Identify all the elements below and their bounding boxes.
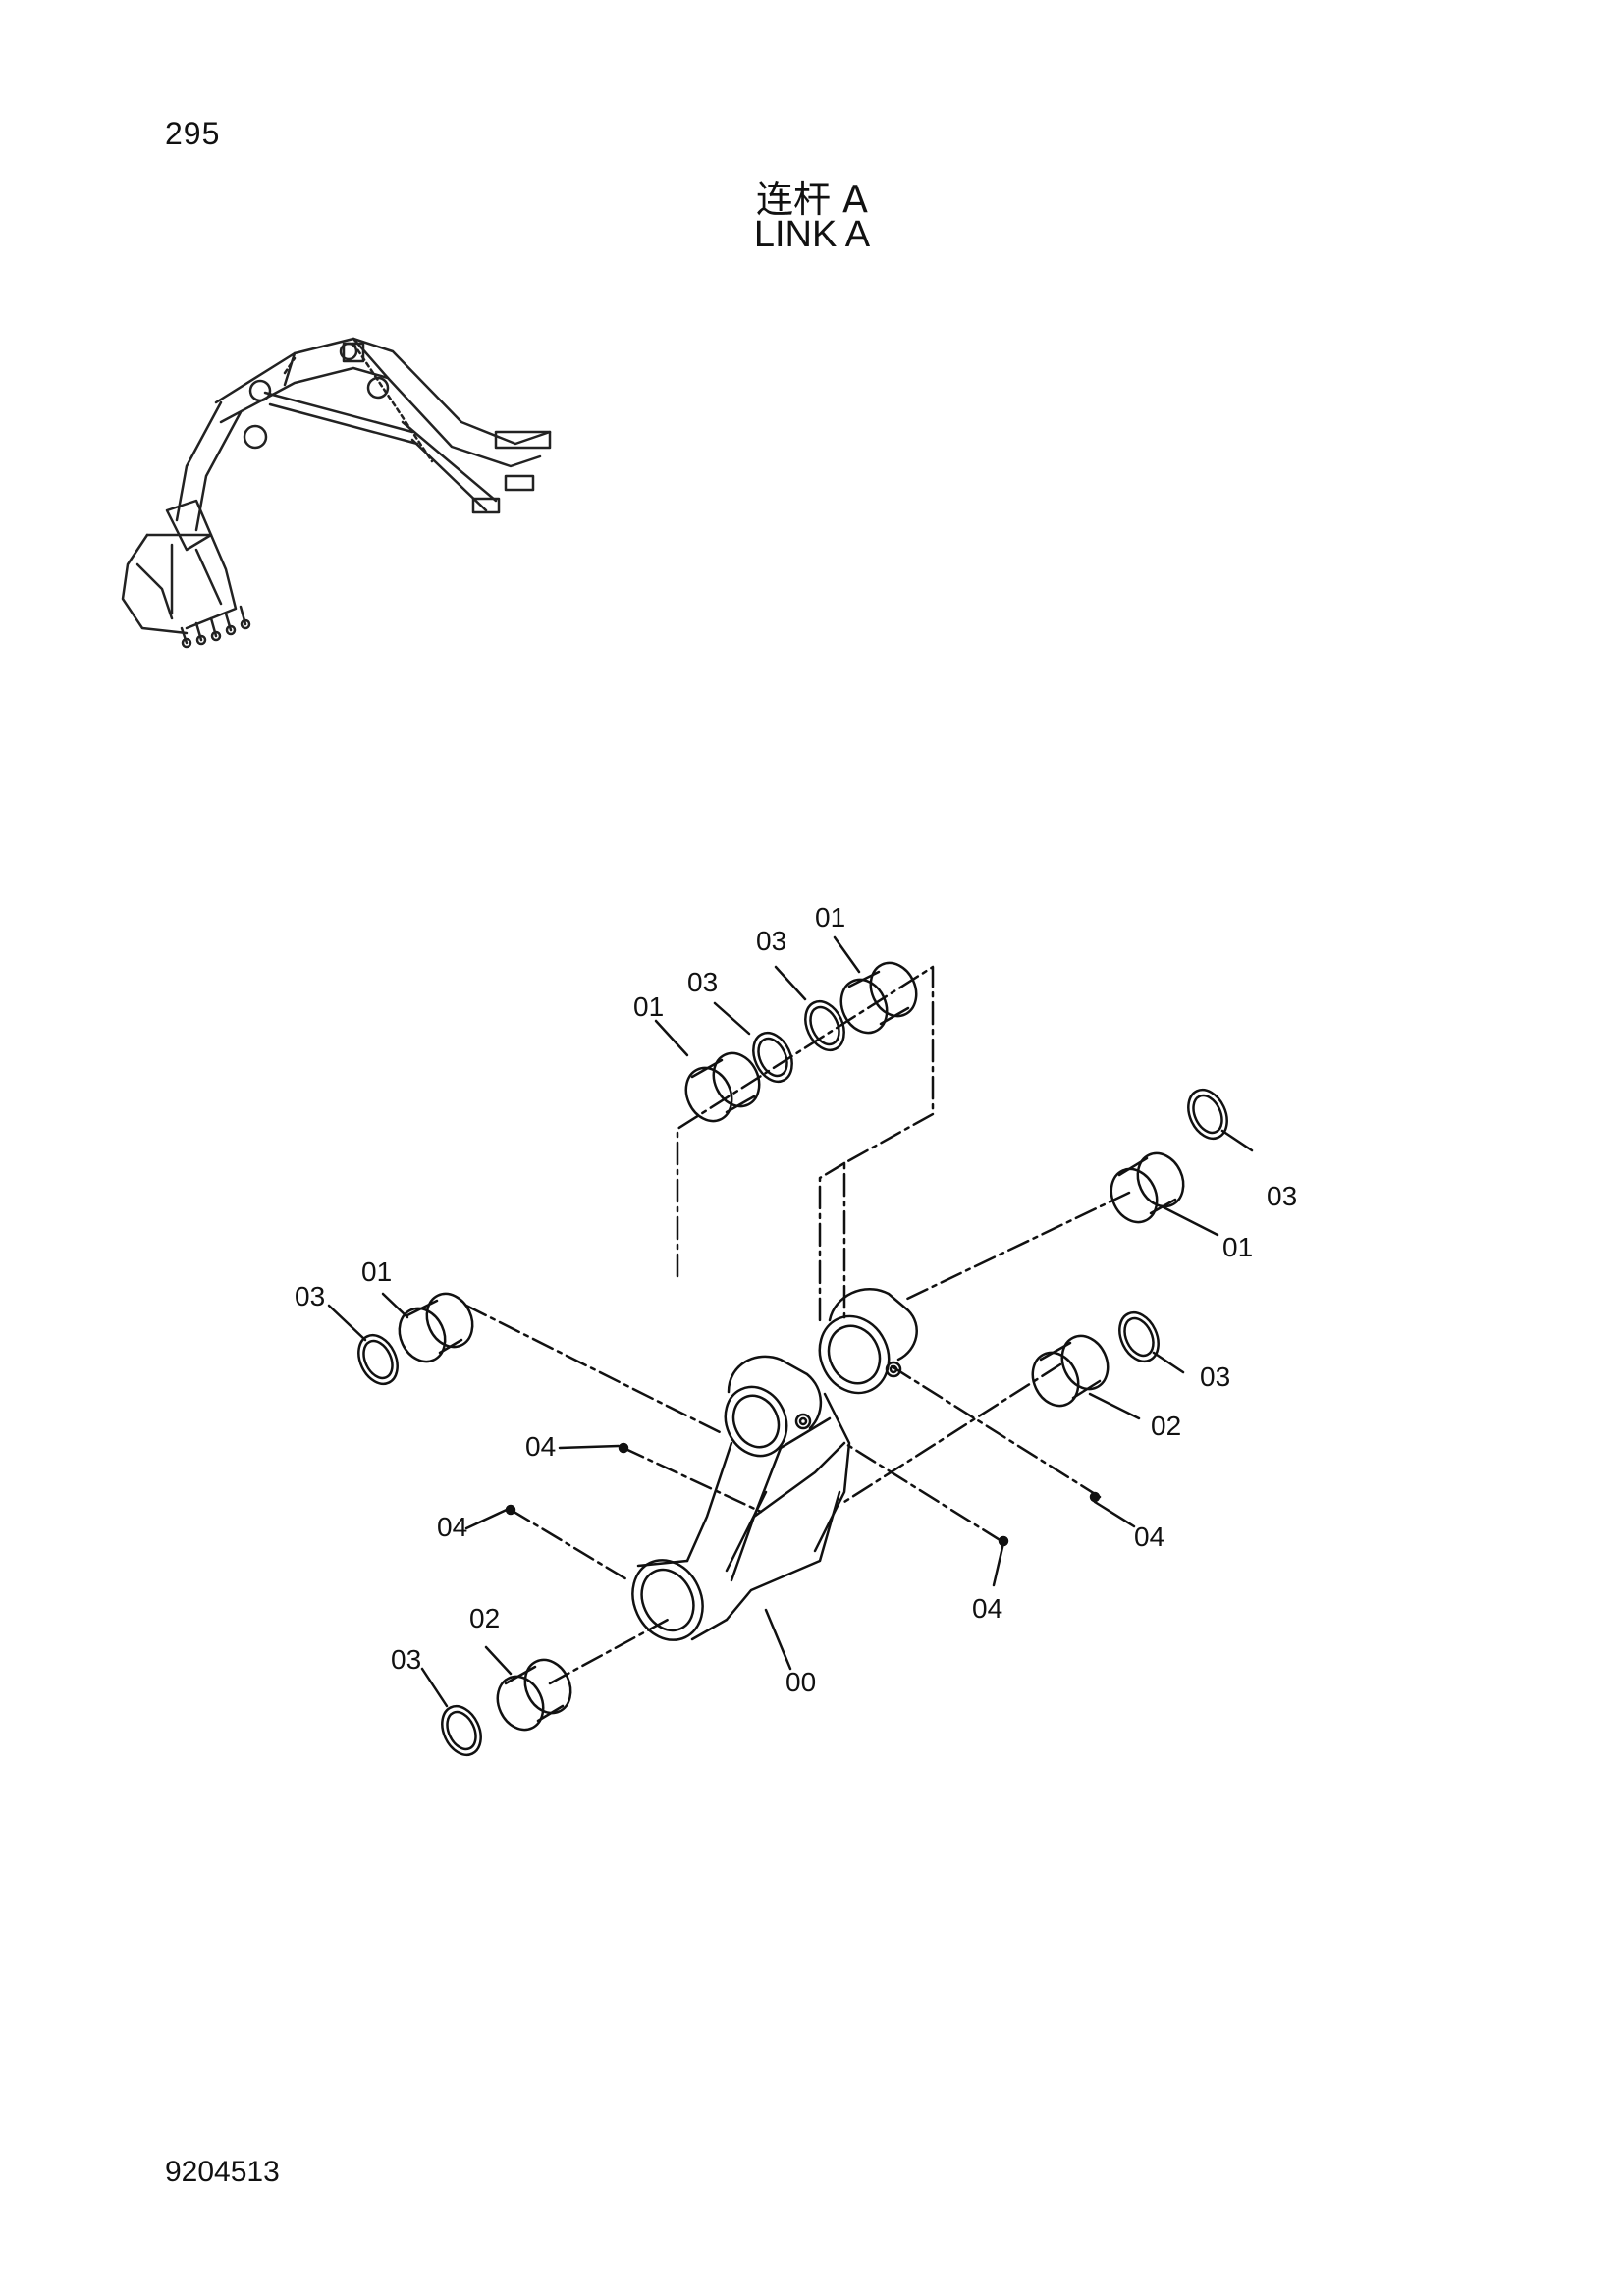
link-body-00	[631, 1288, 918, 1641]
callout-pin-04-d: 04	[972, 1593, 1002, 1624]
bushing-02-right	[1031, 1334, 1110, 1408]
seal-03-top-a	[752, 1031, 793, 1084]
seal-03-right-top	[1187, 1088, 1228, 1141]
callout-top-01-a: 01	[633, 991, 664, 1022]
centerline-pin-left-a	[622, 1446, 763, 1514]
seal-03-right-mid	[1118, 1310, 1160, 1363]
bushing-02-bottom	[496, 1658, 572, 1732]
callout-bottom-02: 02	[469, 1603, 500, 1633]
callout-right-03-top: 03	[1267, 1181, 1297, 1211]
seal-03-left	[357, 1333, 399, 1386]
document-number: 9204513	[165, 2156, 280, 2188]
centerline-pin-right	[887, 1362, 1102, 1499]
callout-top-01-b: 01	[815, 902, 845, 933]
title-english: LINK A	[753, 214, 871, 255]
seal-03-bottom	[441, 1704, 482, 1757]
callout-right-01: 01	[1222, 1232, 1253, 1262]
callout-link-00: 00	[785, 1667, 816, 1697]
bushing-01-right	[1110, 1151, 1185, 1224]
centerline-left	[464, 1304, 724, 1435]
title-chinese: 连杆 A	[755, 178, 869, 221]
bushing-01-top-right	[839, 961, 918, 1035]
callout-pin-04-a: 04	[525, 1431, 556, 1462]
centerline-right-top	[901, 1191, 1131, 1303]
bushing-01-top-left	[684, 1051, 761, 1123]
callout-bottom-03: 03	[391, 1644, 421, 1675]
centerline-bottom	[548, 1618, 670, 1685]
centerline-pin-mid	[842, 1441, 1003, 1543]
seal-03-top-b	[804, 999, 845, 1052]
top-group-bracket	[676, 965, 935, 1322]
callout-pin-04-c: 04	[1134, 1522, 1164, 1552]
callout-left-01: 01	[361, 1256, 392, 1287]
callout-pin-04-b: 04	[437, 1512, 467, 1542]
callout-top-03-b: 03	[756, 926, 786, 956]
centerline-right-mid	[842, 1362, 1062, 1504]
centerline-pin-left-b	[509, 1508, 630, 1582]
callout-top-03-a: 03	[687, 967, 718, 997]
page-number: 295	[165, 116, 221, 151]
callout-right-02: 02	[1151, 1411, 1181, 1441]
bushing-01-left	[398, 1292, 474, 1363]
callout-right-03-mid: 03	[1200, 1362, 1230, 1392]
callout-left-03: 03	[295, 1281, 325, 1311]
